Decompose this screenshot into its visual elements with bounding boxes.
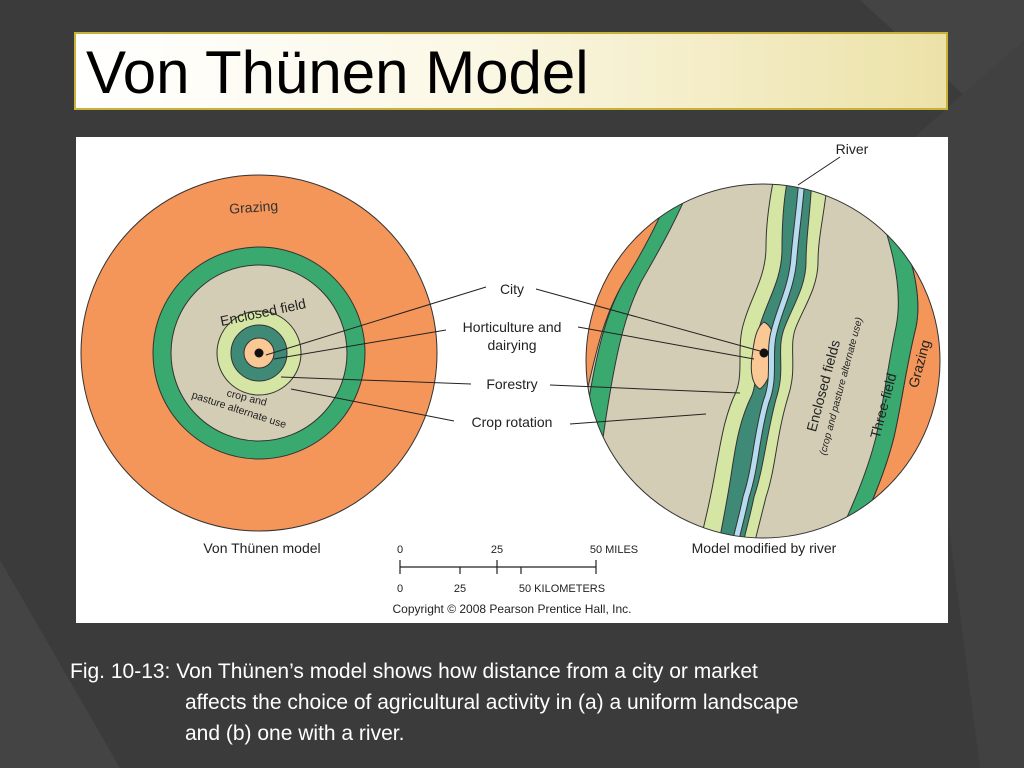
crop-rotation-callout: Crop rotation <box>472 414 553 430</box>
concentric-model: Grazing Enclosed field crop and pasture … <box>80 174 487 532</box>
scale-bar: 0 25 50 MILES 0 25 50 KILOMETERS <box>397 544 638 595</box>
river-city-dot <box>759 348 769 358</box>
river-label: River <box>836 141 869 157</box>
km-tick-25: 25 <box>454 583 466 595</box>
river-model: River Enclosed fields (crop and pasture … <box>535 141 941 539</box>
slide-title: Von Thünen Model <box>86 39 589 106</box>
km-tick-0: 0 <box>397 583 403 595</box>
city-dot <box>254 348 264 358</box>
horticulture-callout-1: Horticulture and <box>463 319 562 335</box>
river-three-field-right <box>827 184 919 538</box>
horticulture-callout-2: dairying <box>487 337 536 353</box>
grazing-label: Grazing <box>229 197 279 216</box>
forestry-callout: Forestry <box>486 376 537 392</box>
km-tick-50: 50 KILOMETERS <box>519 583 605 595</box>
right-model-caption: Model modified by river <box>692 540 837 556</box>
miles-tick-0: 0 <box>397 544 403 556</box>
title-bar: Von Thünen Model <box>74 32 948 110</box>
caption-rest: affects the choice of agricultural activ… <box>185 691 799 745</box>
miles-tick-25: 25 <box>491 544 503 556</box>
left-model-caption: Von Thünen model <box>203 540 320 556</box>
figure-caption: Fig. 10-13: Von Thünen’s model shows how… <box>70 656 970 749</box>
von-thunen-figure: Grazing Enclosed field crop and pasture … <box>76 137 948 623</box>
copyright-note: Copyright © 2008 Pearson Prentice Hall, … <box>393 602 632 616</box>
caption-line-1: Fig. 10-13: Von Thünen’s model shows how… <box>70 660 758 683</box>
miles-tick-50: 50 MILES <box>590 544 638 556</box>
city-callout: City <box>500 281 524 297</box>
